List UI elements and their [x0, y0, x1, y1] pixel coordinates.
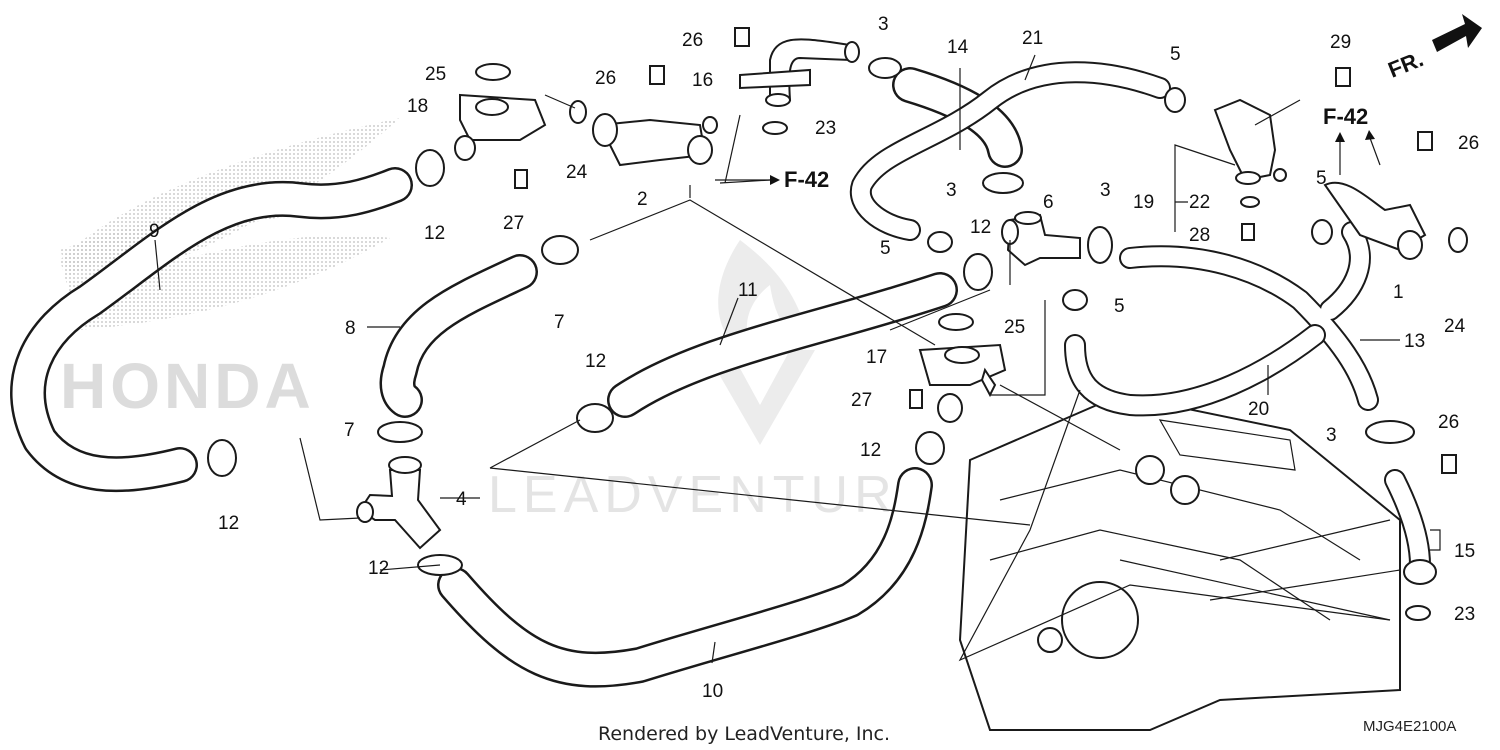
callout-24b: 24 [1444, 316, 1466, 337]
callout-14: 14 [947, 37, 969, 58]
callout-9: 9 [149, 221, 160, 242]
callout-12f: 12 [368, 558, 389, 579]
hose-11 [607, 272, 958, 418]
callout-1: 1 [1393, 282, 1404, 303]
callout-24a: 24 [566, 162, 588, 183]
clamps [207, 57, 1415, 576]
hose-21 [849, 61, 1171, 241]
callout-3b: 3 [946, 180, 957, 201]
hose-9 [10, 167, 413, 493]
callout-26b: 26 [595, 68, 616, 89]
callout-7a: 7 [554, 312, 565, 333]
callout-3c: 3 [1100, 180, 1111, 201]
callout-26a: 26 [682, 30, 703, 51]
callout-12b: 12 [970, 217, 991, 238]
honda-logo-text: HONDA [60, 350, 315, 422]
callout-20: 20 [1248, 399, 1269, 420]
callout-16: 16 [692, 70, 713, 91]
callout-labels: 1 2 3 3 3 3 4 5 5 5 5 6 7 7 8 9 10 11 12… [149, 14, 1479, 702]
callout-2: 2 [637, 189, 648, 210]
callout-12e: 12 [218, 513, 239, 534]
callout-11: 11 [738, 280, 758, 301]
callout-28: 28 [1189, 225, 1210, 246]
callout-3a: 3 [878, 14, 889, 35]
f42-reference-middle: F-42 [784, 167, 829, 192]
callout-22: 22 [1189, 192, 1210, 213]
callout-5a: 5 [1170, 44, 1181, 65]
direction-label: FR. [1385, 46, 1427, 82]
callout-12d: 12 [860, 440, 881, 461]
callout-17: 17 [866, 347, 887, 368]
joint-pipe-2 [592, 113, 718, 167]
callout-10: 10 [702, 681, 723, 702]
f42-arrow-right [1335, 130, 1381, 175]
callout-12c: 12 [585, 351, 606, 372]
f42-reference-right: F-42 [1323, 104, 1368, 129]
small-hardware [475, 27, 1468, 621]
thermo-sensor-19 [1213, 98, 1287, 185]
callout-23a: 23 [815, 118, 836, 139]
joint-pipe-16 [739, 38, 860, 107]
callout-15: 15 [1454, 541, 1475, 562]
callout-8: 8 [345, 318, 356, 339]
thermostat-cover-17 [918, 343, 1007, 423]
joint-4 [356, 456, 442, 550]
f42-arrow-middle [715, 175, 780, 185]
callout-19: 19 [1133, 192, 1154, 213]
callout-26c: 26 [1458, 133, 1479, 154]
callout-18: 18 [407, 96, 428, 117]
callout-27a: 27 [503, 213, 524, 234]
callout-27b: 27 [851, 390, 872, 411]
joint-pipe-1 [1323, 181, 1427, 260]
diagram-code: MJG4E2100A [1363, 718, 1456, 735]
callout-5d: 5 [1316, 168, 1327, 189]
callout-21: 21 [1022, 28, 1043, 49]
callout-12a: 12 [424, 223, 445, 244]
front-direction-arrow: FR. [1385, 14, 1482, 83]
hose-10 [437, 467, 933, 688]
engine-block [958, 393, 1401, 731]
callout-3d: 3 [1326, 425, 1337, 446]
hose-20 [1064, 324, 1326, 417]
callout-29: 29 [1330, 32, 1351, 53]
footer-credit: Rendered by LeadVenture, Inc. [598, 723, 890, 745]
callout-23b: 23 [1454, 604, 1475, 625]
callout-5b: 5 [880, 238, 891, 259]
leader-lines [154, 54, 1441, 664]
thermostat-cover-18 [454, 93, 547, 161]
callout-5c: 5 [1114, 296, 1125, 317]
callout-13: 13 [1404, 331, 1425, 352]
leadventure-watermark: LEADVENTURE [488, 240, 932, 524]
hose-13 [1119, 221, 1379, 411]
callout-6: 6 [1043, 192, 1054, 213]
callout-25a: 25 [425, 64, 446, 85]
hose-8 [379, 254, 538, 418]
callout-7b: 7 [344, 420, 355, 441]
joint-6 [1001, 211, 1081, 267]
callout-4: 4 [456, 489, 467, 510]
pipe-15 [1384, 469, 1437, 585]
callout-26d: 26 [1438, 412, 1459, 433]
callout-25b: 25 [1004, 317, 1025, 338]
